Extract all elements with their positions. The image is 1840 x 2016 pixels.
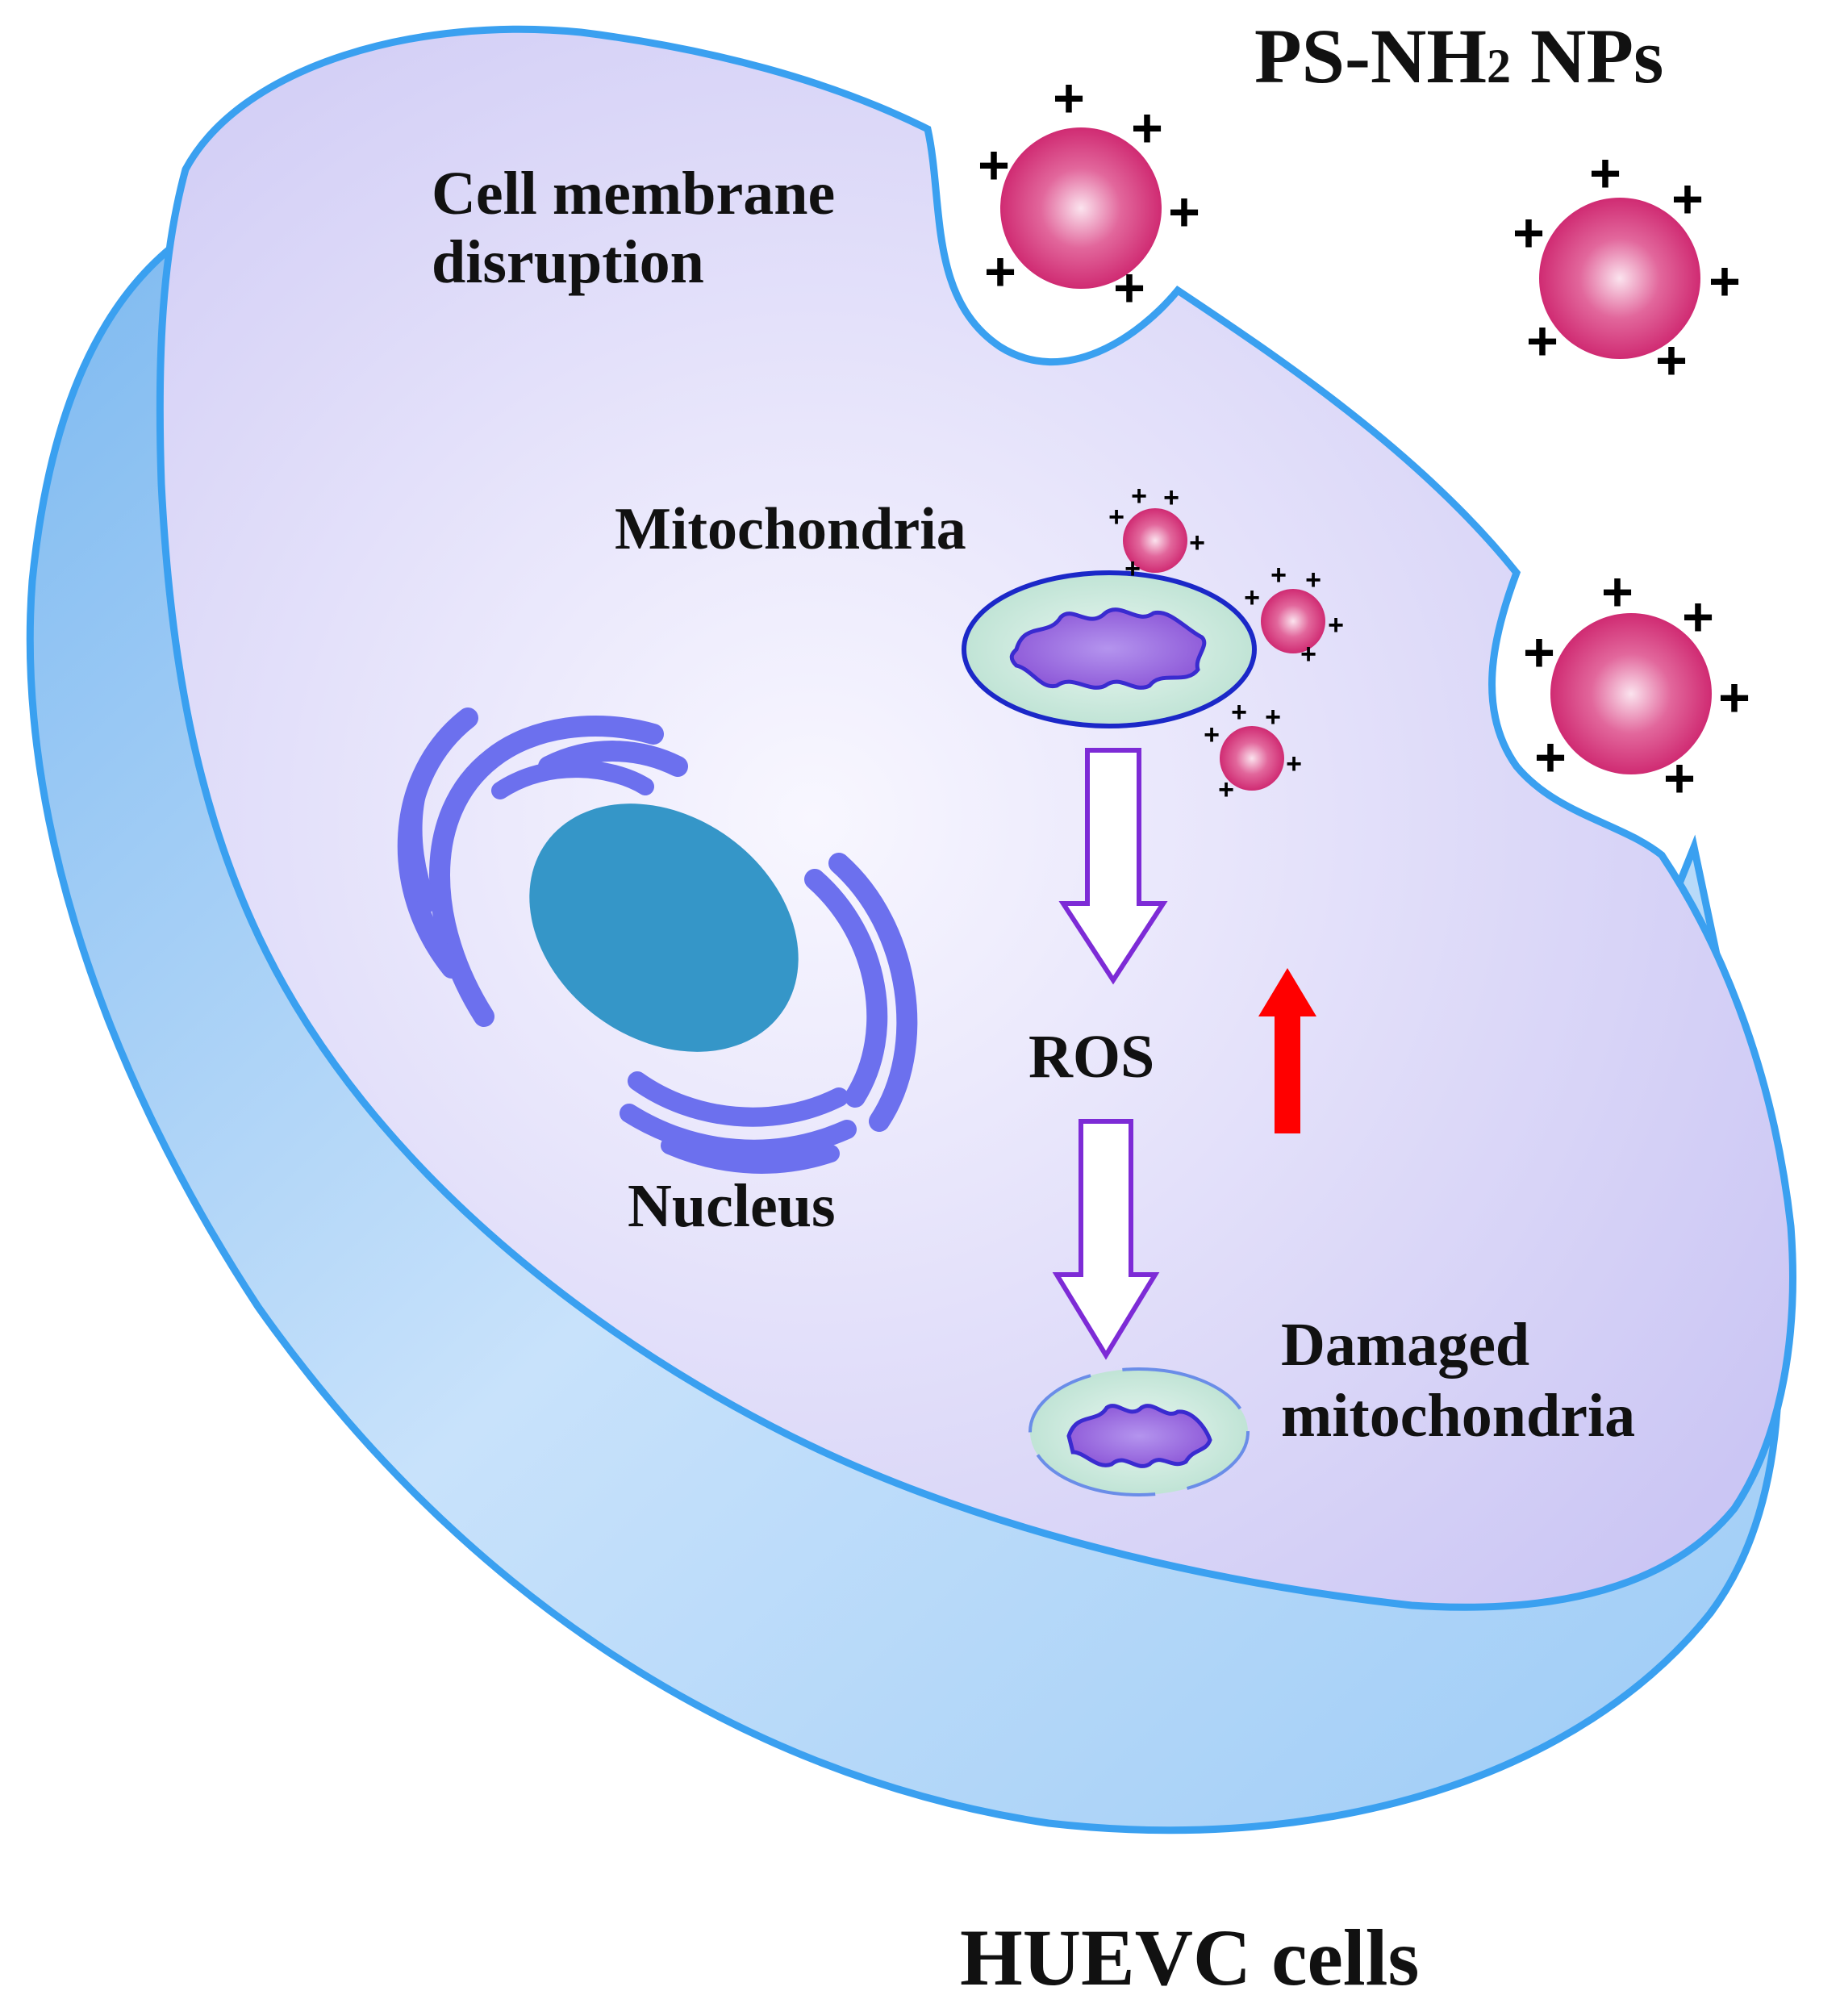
charge-symbol: +: [1113, 257, 1145, 319]
damaged-mitochondria-label: Damaged mitochondria: [1281, 1311, 1635, 1450]
membrane-label-line2: disruption: [432, 228, 704, 296]
er-arc: [620, 1104, 857, 1159]
nanoparticle: [1539, 198, 1700, 359]
mitochondrion-cristae: [1009, 607, 1207, 690]
charge-symbol: +: [1231, 697, 1247, 728]
charge-symbol: +: [1163, 482, 1179, 513]
charge-symbol: +: [1671, 169, 1704, 230]
nucleus-group: [397, 707, 918, 1174]
nanoparticle: [1550, 613, 1712, 774]
charge-symbol: +: [1655, 330, 1688, 391]
nucleus: [529, 803, 799, 1052]
positively-charged-sphere-icon: + + + + + +: [1523, 561, 1750, 809]
positively-charged-sphere-icon: + + + + +: [1244, 560, 1344, 670]
damaged-mitochondrion-cristae: [1066, 1404, 1212, 1468]
er-arc: [828, 853, 918, 1132]
nanoparticle-title: PS-NH2 NPs: [1254, 13, 1663, 99]
charge-symbol: +: [1286, 749, 1302, 779]
charge-symbol: +: [1305, 565, 1321, 595]
charge-symbol: +: [1718, 667, 1750, 728]
nanoparticle: [1123, 508, 1187, 573]
charge-symbol: +: [1131, 481, 1147, 511]
arrow-ros-to-damaged: [1052, 1119, 1160, 1360]
charge-symbol: +: [1270, 560, 1287, 591]
charge-symbol: +: [1512, 202, 1545, 264]
cytoplasm: [156, 25, 1796, 1611]
nanoparticle: [1261, 589, 1325, 653]
endoplasmic-reticulum: [397, 707, 918, 1174]
damaged-label-line2: mitochondria: [1281, 1382, 1635, 1450]
red-up-arrow-icon: [1258, 968, 1316, 1133]
positively-charged-sphere-icon: + + + + + +: [1512, 143, 1741, 391]
charge-symbol: +: [1328, 610, 1344, 641]
charge-symbol: +: [1523, 622, 1555, 683]
charge-symbol: +: [1053, 68, 1085, 129]
er-arc: [538, 741, 688, 777]
charge-symbol: +: [1218, 774, 1234, 805]
mitochondrion: [962, 570, 1257, 728]
cell-type-label: HUEVC cells: [960, 1913, 1419, 2002]
charge-symbol: +: [1124, 553, 1141, 584]
er-arc: [491, 760, 654, 799]
damaged-label-line1: Damaged: [1281, 1311, 1529, 1379]
nanoparticle: [1220, 726, 1284, 791]
er-arc: [804, 869, 888, 1108]
charge-symbol: +: [1189, 528, 1205, 558]
nucleus-label: Nucleus: [628, 1172, 836, 1240]
charge-symbol: +: [984, 241, 1016, 303]
charge-symbol: +: [1589, 143, 1621, 204]
membrane-label-line1: Cell membrane: [432, 160, 835, 227]
er-arc: [404, 733, 453, 912]
mitochondria-label: Mitochondria: [615, 496, 966, 562]
charge-symbol: +: [1244, 582, 1260, 613]
charge-symbol: +: [1709, 251, 1741, 312]
title-subscript: 2: [1487, 40, 1511, 93]
charge-symbol: +: [1300, 639, 1316, 670]
er-arc: [628, 1071, 849, 1127]
charge-symbol: +: [1601, 561, 1633, 623]
charge-symbol: +: [1534, 727, 1567, 788]
charge-symbol: +: [978, 135, 1010, 196]
charge-symbol: +: [1168, 182, 1200, 243]
title-prefix: PS-NH: [1254, 13, 1487, 99]
positively-charged-sphere-icon: + + + + +: [1108, 481, 1205, 584]
charge-symbol: +: [1131, 98, 1163, 159]
charge-symbol: +: [1682, 586, 1714, 648]
er-arc: [429, 716, 664, 1027]
charge-symbol: +: [1265, 702, 1281, 733]
charge-symbol: +: [1526, 311, 1558, 372]
membrane-disruption-label: Cell membrane disruption: [432, 160, 850, 296]
er-arc: [661, 1137, 840, 1174]
title-suffix: NPs: [1511, 13, 1663, 99]
damaged-mitochondrion: [1028, 1367, 1250, 1496]
charge-symbol: +: [1204, 720, 1220, 750]
positively-charged-sphere-icon: + + + + + +: [978, 68, 1200, 319]
positively-charged-sphere-icon: + + + + +: [1204, 697, 1302, 805]
nanoparticle: [1000, 127, 1162, 289]
charge-symbol: +: [1108, 502, 1124, 532]
ros-label: ROS: [1028, 1023, 1154, 1091]
charge-symbol: +: [1663, 748, 1696, 809]
arrow-mitochondria-to-ros: [1058, 748, 1168, 985]
